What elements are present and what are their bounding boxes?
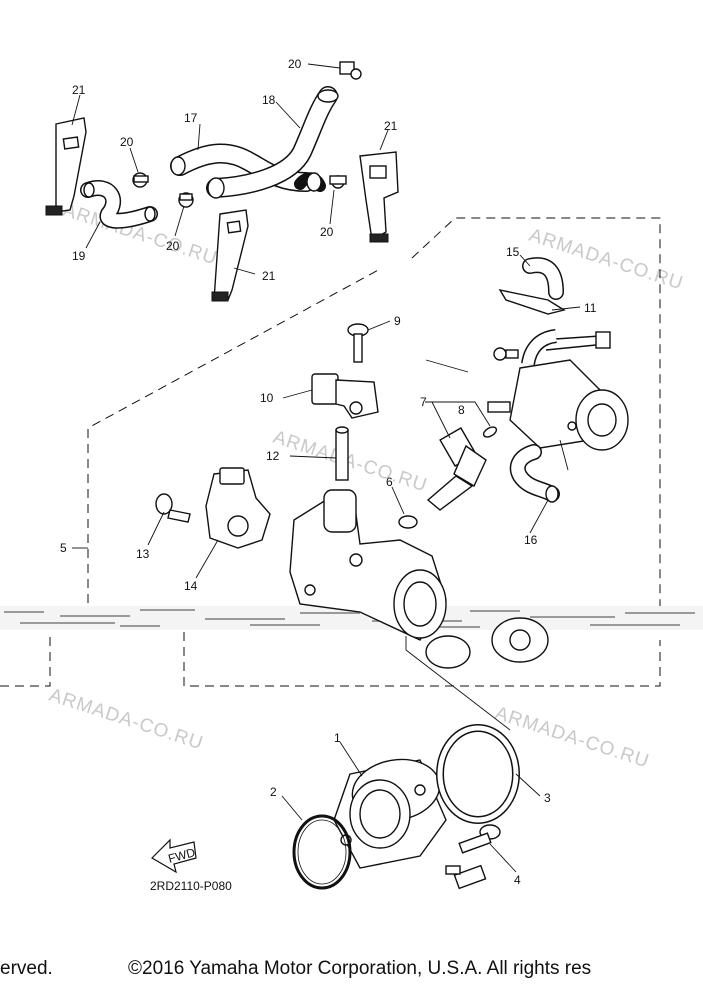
bracket-21-right	[359, 151, 399, 243]
callout-11: 11	[584, 301, 597, 315]
callout-20-c: 20	[320, 225, 334, 239]
callout-15: 15	[506, 245, 520, 259]
injector-7	[426, 427, 487, 511]
fwd-arrow-icon: FWD	[151, 838, 197, 874]
callout-3: 3	[544, 791, 551, 805]
copyright-footer: erved. ©2016 Yamaha Motor Corporation, U…	[0, 958, 703, 988]
sensor-14	[205, 467, 271, 549]
callout-21-c: 21	[262, 269, 276, 283]
callout-20-top: 20	[288, 57, 302, 71]
leader-lines	[71, 63, 581, 873]
bracket-21-mid	[211, 209, 249, 302]
clip-20-a	[132, 172, 149, 188]
callout-21-a: 21	[72, 83, 86, 97]
callout-6: 6	[386, 475, 393, 489]
watermarks: ARMADA-CO.RU ARMADA-CO.RU ARMADA-CO.RU A…	[46, 200, 685, 773]
clip-20-top	[339, 61, 362, 80]
callout-9: 9	[394, 314, 401, 328]
o-ring-2	[292, 814, 352, 890]
callout-1: 1	[334, 731, 341, 745]
callout-10: 10	[260, 391, 274, 405]
callout-16: 16	[524, 533, 538, 547]
callout-18: 18	[262, 93, 276, 107]
callout-13: 13	[136, 547, 150, 561]
clip-20-c	[329, 175, 347, 189]
throttle-body	[289, 489, 549, 669]
callout-5: 5	[60, 541, 67, 555]
bracket-21-left	[45, 117, 87, 216]
watermark-3: ARMADA-CO.RU	[270, 427, 429, 497]
clip-20-b	[178, 192, 194, 208]
screw-13	[155, 493, 191, 523]
callout-19: 19	[72, 249, 86, 263]
hose-19	[80, 180, 158, 229]
copyright-text: ©2016 Yamaha Motor Corporation, U.S.A. A…	[128, 958, 592, 979]
callout-20-b: 20	[166, 239, 180, 253]
callout-21-b: 21	[384, 119, 398, 133]
sensor-10	[311, 373, 379, 419]
callout-2: 2	[270, 785, 277, 799]
pin-12	[335, 426, 349, 481]
callout-12: 12	[266, 449, 280, 463]
watermark-4: ARMADA-CO.RU	[46, 685, 205, 755]
screw-9	[347, 323, 369, 363]
o-ring-6	[398, 515, 418, 529]
callouts: 21 17 18 20 20 20 20 21 21 19 15 11 9 10…	[60, 57, 597, 887]
hose-15	[522, 257, 564, 300]
bracket-11	[498, 288, 566, 315]
bolt-4	[458, 824, 501, 854]
fwd-label: FWD	[167, 845, 197, 866]
hose-16	[509, 444, 560, 503]
assembly-boundary	[0, 217, 661, 687]
clamp-3	[436, 724, 520, 890]
callout-8: 8	[458, 403, 465, 417]
diagram-code: 2RD2110-P080	[150, 879, 232, 893]
callout-17: 17	[184, 111, 198, 125]
callout-20-a: 20	[120, 135, 134, 149]
callout-4: 4	[514, 873, 521, 887]
o-ring-8	[482, 426, 498, 438]
air-cut-valve-assembly	[487, 329, 629, 451]
callout-14: 14	[184, 579, 198, 593]
intake-joint-1	[333, 758, 447, 869]
copyright-left-fragment: erved.	[0, 958, 53, 979]
parts-diagram: ARMADA-CO.RU ARMADA-CO.RU ARMADA-CO.RU A…	[0, 57, 703, 893]
hose-18	[206, 86, 339, 199]
callout-7: 7	[420, 395, 427, 409]
